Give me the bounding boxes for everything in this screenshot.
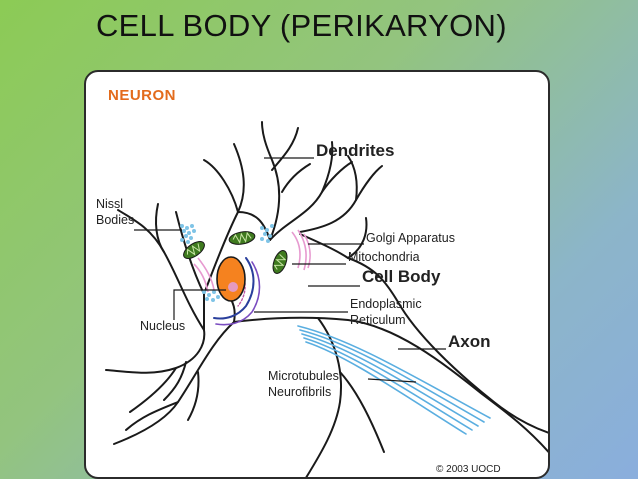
copyright-notice: © 2003 UOCD <box>436 464 501 475</box>
label-er-line2: Reticulum <box>350 313 406 327</box>
label-neurofibrils: Neurofibrils <box>268 385 331 399</box>
label-dendrites: Dendrites <box>316 141 394 160</box>
label-nissl-line2: Bodies <box>96 213 134 227</box>
nissl-bodies <box>180 224 274 302</box>
label-microtubules: Microtubules <box>268 369 339 383</box>
neuron-outline <box>105 121 548 477</box>
label-leader-lines <box>134 157 446 383</box>
label-cell-body: Cell Body <box>362 267 441 286</box>
diagram-title: NEURON <box>108 87 176 104</box>
label-er-line1: Endoplasmic <box>350 297 422 311</box>
label-golgi-apparatus: Golgi Apparatus <box>366 231 455 245</box>
nucleus <box>216 256 246 302</box>
neuron-diagram: NEURON <box>84 70 550 479</box>
neuron-illustration: NEURON <box>96 87 548 477</box>
label-axon: Axon <box>448 332 491 351</box>
mitochondria <box>183 231 288 274</box>
label-nissl-line1: Nissl <box>96 197 123 211</box>
microtubules <box>297 325 491 435</box>
label-nucleus: Nucleus <box>140 319 185 333</box>
label-mitochondria: Mitochondria <box>348 250 420 264</box>
slide-title: CELL BODY (PERIKARYON) <box>96 8 507 43</box>
